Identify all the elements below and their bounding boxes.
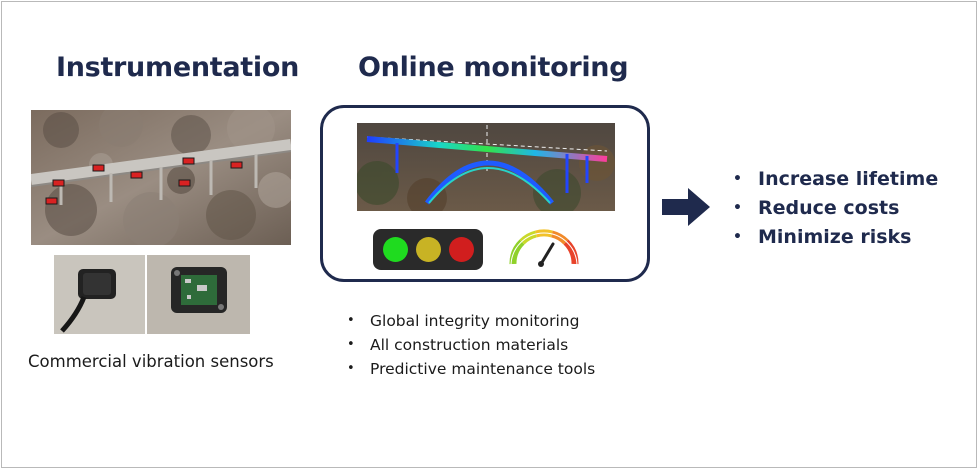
list-item: •All construction materials: [347, 336, 569, 354]
vibration-sensor-photo-1: [54, 255, 145, 334]
list-item: •Global integrity monitoring: [347, 312, 580, 330]
benefits-list: •Increase lifetime •Reduce costs •Minimi…: [733, 166, 938, 253]
list-item: •Minimize risks: [733, 226, 912, 248]
instrumentation-heading: Instrumentation: [56, 52, 300, 83]
monitoring-panel: [320, 105, 650, 282]
benefit-text: Minimize risks: [758, 226, 912, 248]
list-item: •Increase lifetime: [733, 168, 939, 190]
gauge-icon: [509, 229, 579, 267]
benefit-text: Reduce costs: [758, 197, 900, 219]
list-item: •Predictive maintenance tools: [347, 360, 596, 378]
bridge-aerial-photo: [31, 110, 291, 245]
bridge-model-image: [357, 123, 615, 211]
yellow-lamp: [416, 237, 441, 262]
red-lamp: [449, 237, 474, 262]
traffic-light-icon: [373, 229, 483, 270]
online-monitoring-heading: Online monitoring: [358, 52, 629, 83]
feature-text: Global integrity monitoring: [370, 312, 580, 330]
vibration-sensor-photo-2: [147, 255, 250, 334]
sensor-caption: Commercial vibration sensors: [28, 352, 274, 371]
list-item: •Reduce costs: [733, 197, 900, 219]
benefit-text: Increase lifetime: [758, 168, 939, 190]
green-lamp: [383, 237, 408, 262]
feature-text: Predictive maintenance tools: [370, 360, 596, 378]
monitoring-features-list: •Global integrity monitoring •All constr…: [347, 310, 595, 382]
feature-text: All construction materials: [370, 336, 569, 354]
right-arrow-icon: [662, 188, 710, 226]
